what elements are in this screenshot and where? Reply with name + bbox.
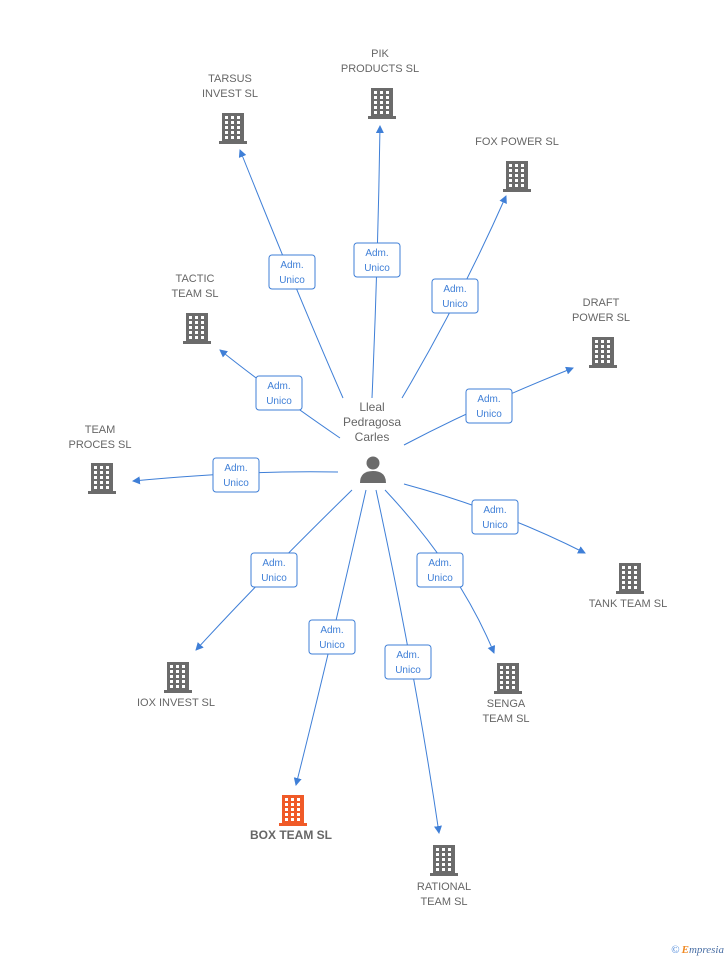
company-label: TEAM SL xyxy=(420,896,467,908)
building-icon[interactable] xyxy=(616,563,644,594)
edge-label-text: Unico xyxy=(279,275,305,286)
edge-label-text: Adm. xyxy=(477,394,500,405)
person-name: Carles xyxy=(355,430,390,444)
edge-label-box xyxy=(416,552,464,588)
edge-label-box xyxy=(212,457,260,493)
company-node-tarsus[interactable]: TARSUS INVEST SL xyxy=(202,73,258,144)
edge-label-text: Unico xyxy=(427,573,453,584)
edge-label-text: Adm. xyxy=(224,463,247,474)
edge-label-box xyxy=(308,619,356,655)
edge-label-text: Adm. xyxy=(267,381,290,392)
edge-label-text: Unico xyxy=(395,665,421,676)
company-label: TEAM SL xyxy=(482,713,529,725)
company-label: SENGA xyxy=(487,698,526,710)
edge-label-text: Adm. xyxy=(320,625,343,636)
edge-label-text: Adm. xyxy=(396,650,419,661)
company-label: IOX INVEST SL xyxy=(137,697,215,709)
edge-label-text: Unico xyxy=(364,263,390,274)
company-label: BOX TEAM SL xyxy=(250,828,332,842)
edge-label-rational[interactable]: Adm. Unico xyxy=(384,644,432,680)
edge-label-box xyxy=(431,278,479,314)
building-icon[interactable] xyxy=(219,113,247,144)
company-label: TACTIC xyxy=(176,273,215,285)
edge-label-text: Adm. xyxy=(443,284,466,295)
building-icon[interactable] xyxy=(368,88,396,119)
company-label: POWER SL xyxy=(572,312,630,324)
edge-label-text: Unico xyxy=(442,299,468,310)
company-label: INVEST SL xyxy=(202,88,258,100)
person-icon xyxy=(360,456,386,483)
company-label: RATIONAL xyxy=(417,881,471,893)
company-label: PIK xyxy=(371,48,389,60)
company-node-pik[interactable]: PIK PRODUCTS SL xyxy=(341,48,419,119)
person-name: Lleal xyxy=(359,400,384,414)
building-icon[interactable] xyxy=(164,662,192,693)
company-node-tactic[interactable]: TACTIC TEAM SL xyxy=(171,273,219,344)
edge-label-text: Unico xyxy=(261,573,287,584)
footer-brand[interactable]: ©Empresia xyxy=(671,944,724,956)
edge-label-tarsus[interactable]: Adm. Unico xyxy=(268,254,316,290)
company-label: PROCES SL xyxy=(69,439,132,451)
brand-initial: E xyxy=(681,944,689,956)
company-label: PRODUCTS SL xyxy=(341,63,419,75)
building-icon[interactable] xyxy=(88,463,116,494)
copyright-icon: © xyxy=(671,944,680,956)
company-label: TEAM xyxy=(85,424,116,436)
edge-label-text: Unico xyxy=(266,396,292,407)
edge-label-tank[interactable]: Adm. Unico xyxy=(471,499,519,535)
company-node-fox[interactable]: FOX POWER SL xyxy=(475,136,559,192)
edge-label-draft[interactable]: Adm. Unico xyxy=(465,388,513,424)
company-label: DRAFT xyxy=(583,297,620,309)
edge-label-text: Unico xyxy=(482,520,508,531)
edge-label-iox[interactable]: Adm. Unico xyxy=(250,552,298,588)
edge-label-text: Adm. xyxy=(428,558,451,569)
building-icon[interactable] xyxy=(494,663,522,694)
edge-label-text: Unico xyxy=(476,409,502,420)
company-node-senga[interactable]: SENGA TEAM SL xyxy=(482,663,530,725)
edge-label-teamproces[interactable]: Adm. Unico xyxy=(212,457,260,493)
edge-label-pik[interactable]: Adm. Unico xyxy=(353,242,401,278)
building-icon[interactable] xyxy=(503,161,531,192)
company-node-teamproces[interactable]: TEAM PROCES SL xyxy=(69,424,132,494)
brand-name: mpresia xyxy=(688,944,724,956)
company-node-tank[interactable]: TANK TEAM SL xyxy=(589,563,667,610)
edge-label-fox[interactable]: Adm. Unico xyxy=(431,278,479,314)
edge-label-text: Adm. xyxy=(483,505,506,516)
company-label: FOX POWER SL xyxy=(475,136,559,148)
edge-label-box xyxy=(250,552,298,588)
edge-label-text: Adm. xyxy=(280,260,303,271)
edge-label-box xyxy=(384,644,432,680)
edge-label-text: Unico xyxy=(319,640,345,651)
company-label: TANK TEAM SL xyxy=(589,598,667,610)
company-label: TEAM SL xyxy=(171,288,218,300)
edge-label-tactic[interactable]: Adm. Unico xyxy=(255,375,303,411)
edge-label-box xyxy=(471,499,519,535)
edge-label-text: Adm. xyxy=(262,558,285,569)
edge-label-text: Unico xyxy=(223,478,249,489)
edge-label-box[interactable]: Adm. Unico xyxy=(308,619,356,655)
edge-label-senga[interactable]: Adm. Unico xyxy=(416,552,464,588)
building-icon[interactable] xyxy=(279,795,307,826)
edge-label-text: Adm. xyxy=(365,248,388,259)
company-node-iox[interactable]: IOX INVEST SL xyxy=(137,662,215,709)
company-node-draft[interactable]: DRAFT POWER SL xyxy=(572,297,630,368)
edge-label-box xyxy=(353,242,401,278)
building-icon[interactable] xyxy=(589,337,617,368)
edge-label-box xyxy=(268,254,316,290)
edge-label-box xyxy=(465,388,513,424)
building-icon[interactable] xyxy=(430,845,458,876)
edge-label-box xyxy=(255,375,303,411)
company-node-box[interactable]: BOX TEAM SL xyxy=(250,795,332,842)
building-icon[interactable] xyxy=(183,313,211,344)
company-node-rational[interactable]: RATIONAL TEAM SL xyxy=(417,845,471,908)
person-name: Pedragosa xyxy=(343,415,401,429)
company-label: TARSUS xyxy=(208,73,252,85)
